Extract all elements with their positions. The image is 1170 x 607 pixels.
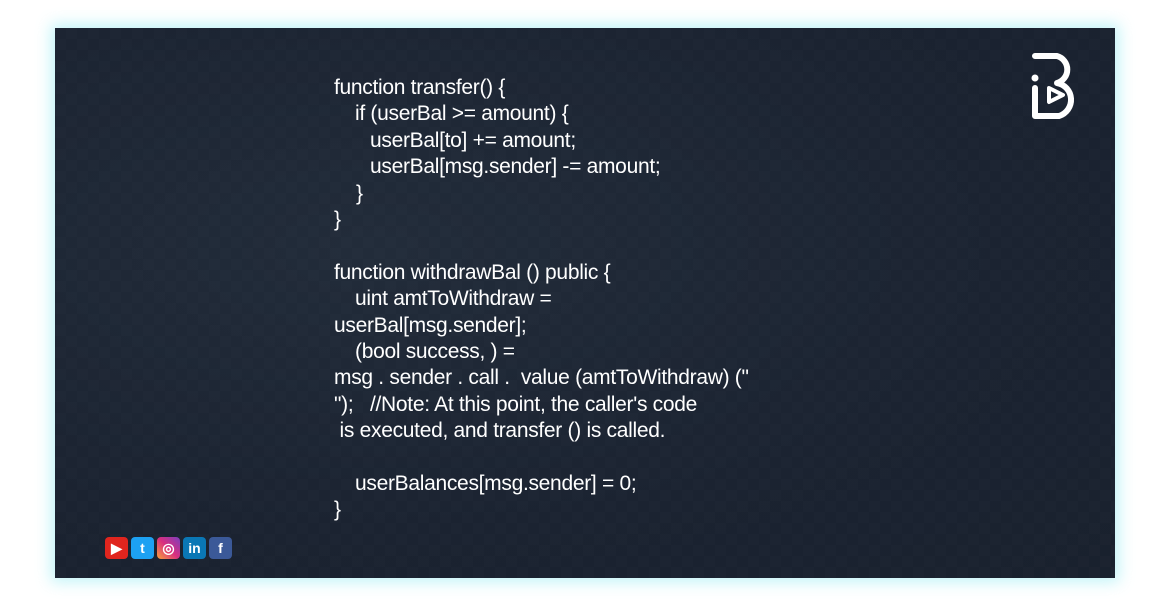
code-block: function transfer() { if (userBal >= amo…	[334, 75, 749, 524]
code-line: }	[334, 498, 341, 522]
code-line	[334, 233, 749, 259]
code-line: function withdrawBal () public {	[334, 260, 611, 284]
code-line: (bool success, ) =	[355, 339, 515, 363]
linkedin-icon[interactable]: in	[183, 537, 206, 559]
background-pattern	[55, 28, 1115, 578]
code-line: userBalances[msg.sender] = 0;	[355, 471, 637, 495]
code-line: userBal[to] += amount;	[370, 128, 576, 152]
code-card: function transfer() { if (userBal >= amo…	[55, 28, 1115, 578]
twitter-icon[interactable]: t	[131, 537, 154, 559]
social-icons: ▶ t ◎ in f	[105, 537, 232, 559]
code-line: }	[356, 181, 363, 205]
code-line	[334, 444, 749, 470]
youtube-icon[interactable]: ▶	[105, 537, 128, 559]
code-line: function transfer() {	[334, 76, 506, 99]
code-line: is executed, and transfer () is called.	[334, 419, 666, 443]
code-line: uint amtToWithdraw =	[355, 287, 552, 311]
code-line: "); //Note: At this point, the caller's …	[334, 392, 698, 416]
code-line: userBal[msg.sender] -= amount;	[370, 155, 661, 179]
code-line: }	[334, 207, 341, 231]
code-line: msg . sender . call . value (amtToWithdr…	[334, 366, 749, 390]
instagram-icon[interactable]: ◎	[157, 537, 180, 559]
code-line: if (userBal >= amount) {	[355, 102, 569, 126]
code-line: userBal[msg.sender];	[334, 313, 527, 337]
brand-b-logo-icon	[1031, 53, 1075, 119]
facebook-icon[interactable]: f	[209, 537, 232, 559]
